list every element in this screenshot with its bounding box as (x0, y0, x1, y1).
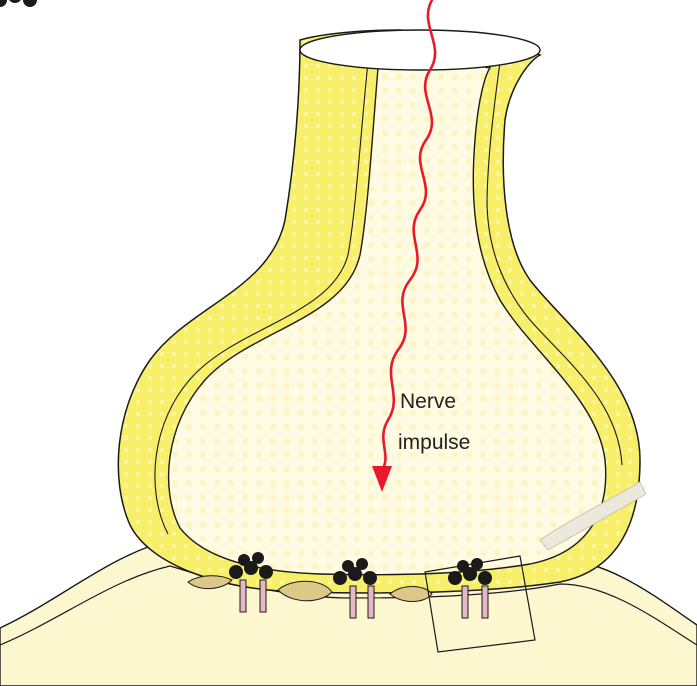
axon-opening (300, 30, 540, 70)
label-impulse: impulse (398, 431, 470, 454)
label-nerve: Nerve (400, 390, 456, 413)
vesicle-cluster-icon (0, 0, 37, 7)
